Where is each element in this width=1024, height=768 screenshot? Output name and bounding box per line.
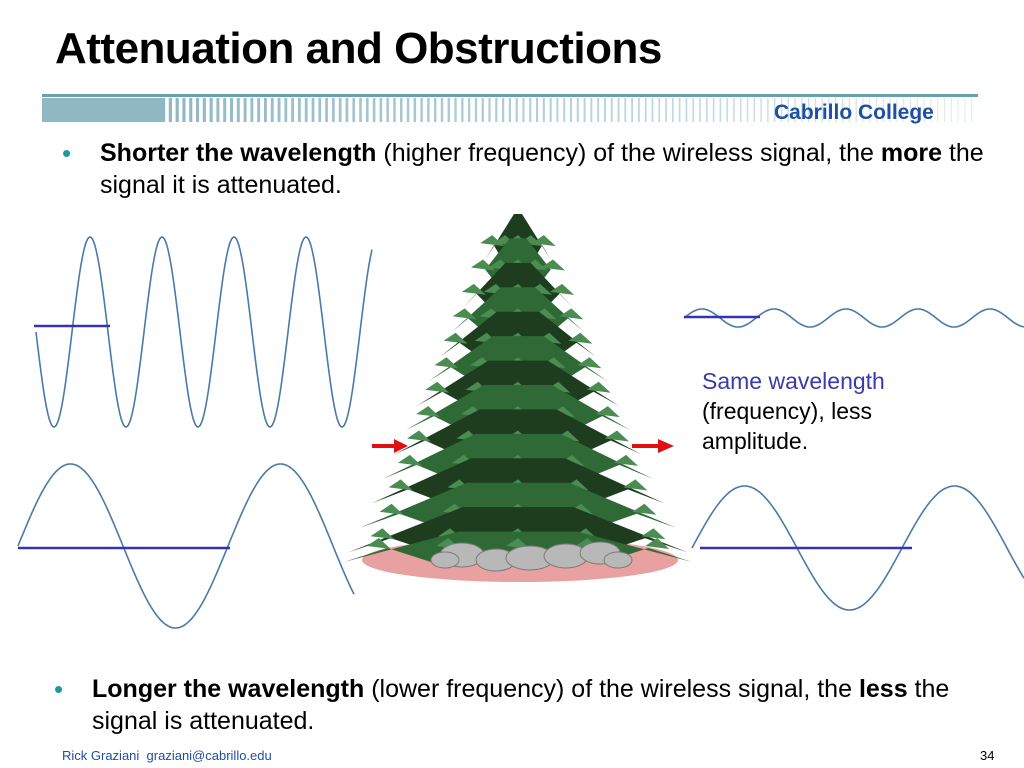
bullet2-text-end: the signal is attenuated. — [92, 675, 950, 735]
bullet-short-wavelength: • Shorter the wavelength (higher frequen… — [62, 137, 1000, 201]
note-line-1: Same wavelength — [702, 368, 885, 394]
bullet-dot-icon: • — [54, 674, 64, 704]
arrow-out-icon — [632, 439, 674, 453]
same-wavelength-note: Same wavelength (frequency), less amplit… — [702, 366, 885, 456]
bullet2-text-mid: (lower frequency) of the wireless signal… — [364, 675, 859, 703]
footer-author-name: Rick Graziani — [62, 748, 140, 763]
high-frequency-wave — [35, 236, 373, 428]
attenuated-high-frequency-wave — [683, 308, 1024, 328]
bullet-dot-icon: • — [62, 138, 72, 168]
footer-author: Rick Graziani graziani@cabrillo.edu — [62, 748, 272, 763]
bullet1-bold-mid: more — [880, 139, 943, 167]
bullet2-bold-start: Longer the wavelength — [92, 675, 365, 703]
bullet-long-wavelength: • Longer the wavelength (lower frequency… — [54, 673, 992, 737]
header-band — [42, 94, 978, 122]
brand-logo-text: Cabrillo College — [774, 101, 934, 124]
page-number: 34 — [980, 748, 995, 763]
bullet1-text-end: the signal it is attenuated. — [100, 139, 984, 199]
arrow-in-icon — [372, 439, 408, 453]
bullet1-bold-start: Shorter the wavelength — [100, 139, 377, 167]
attenuated-low-frequency-wave — [691, 485, 1024, 611]
bullet2-bold-mid: less — [858, 675, 908, 703]
bullet1-text-mid: (higher frequency) of the wireless signa… — [376, 139, 881, 167]
low-frequency-wave — [17, 463, 355, 629]
tree-obstruction-icon — [344, 214, 692, 582]
note-line-2: (frequency), less — [702, 398, 873, 424]
note-line-3: amplitude. — [702, 428, 809, 454]
slide-title: Attenuation and Obstructions — [55, 24, 662, 73]
footer-email: graziani@cabrillo.edu — [146, 748, 272, 763]
tree-rocks — [430, 541, 633, 572]
